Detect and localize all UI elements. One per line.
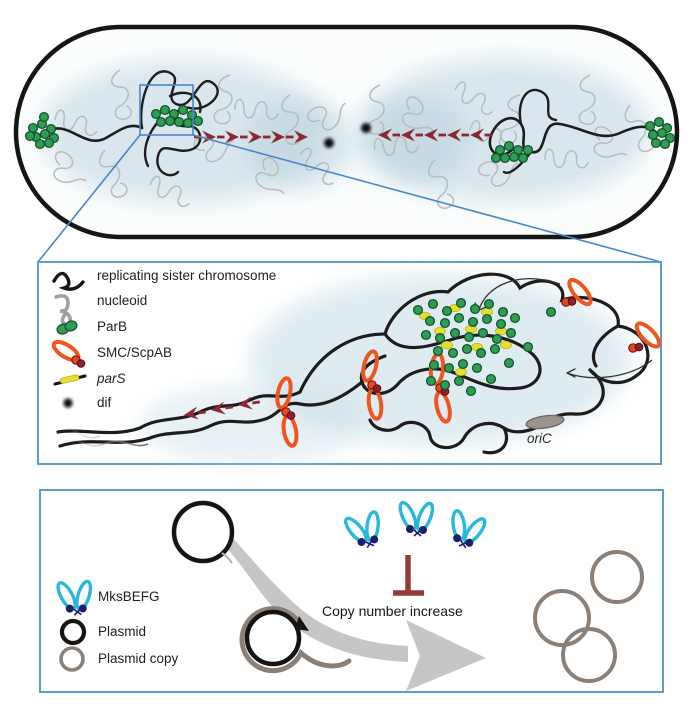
legend-label-nucleoid: nucleoid <box>97 293 148 308</box>
pars-icon <box>53 374 87 386</box>
chromosome-squiggle-icon <box>52 271 85 291</box>
nucleoid-cloud-mid-left <box>245 100 355 190</box>
copy-number-increase-label: Copy number increase <box>322 603 463 619</box>
dif-icon <box>63 398 73 408</box>
zoom-region-box <box>139 84 194 136</box>
plasmid-source-tail <box>221 552 233 564</box>
plasmid-replicating <box>239 606 352 674</box>
plasmid-panel <box>39 489 664 693</box>
zoom-detail-panel <box>37 261 665 465</box>
replication-direction-arrow <box>295 616 309 631</box>
smc-scpab-icon <box>51 340 86 368</box>
oric-site <box>525 414 565 430</box>
oric-label: oriC <box>527 431 552 446</box>
callout-line-left <box>37 134 141 263</box>
dif-focus-right <box>361 123 371 133</box>
legend-label-mksbefg: MksBEFG <box>98 589 160 604</box>
chromosome-fading-tail <box>57 427 149 447</box>
plasmid-icon <box>59 618 87 646</box>
plasmid-copy-icon <box>59 646 85 672</box>
legend-label-plasmid: Plasmid <box>98 624 147 639</box>
inhibition-symbol <box>393 555 424 596</box>
plasmid-copies <box>533 550 644 683</box>
nucleoid-cloud-detail-2 <box>140 385 360 465</box>
nucleoid-cloud-detail <box>250 275 630 445</box>
plasmid-source <box>171 500 235 564</box>
callout-line-right <box>192 134 662 263</box>
process-arrow <box>224 538 486 691</box>
legend-label-replicating-sister-chromosome: replicating sister chromosome <box>97 268 277 283</box>
pars-sites <box>419 303 512 376</box>
legend-label-dif: dif <box>97 395 112 410</box>
legend-label-plasmid-copy: Plasmid copy <box>98 651 179 666</box>
chromosome-tangle <box>56 272 650 455</box>
parb-icon <box>56 320 78 335</box>
legend-label-parb: ParB <box>97 319 128 334</box>
cell-panel <box>13 24 680 263</box>
dif-focus-left <box>324 138 334 148</box>
legend-label-smc-scpab: SMC/ScpAB <box>97 345 173 360</box>
legend-label-pars: parS <box>97 371 126 386</box>
nucleoid-cloud-mid-right <box>360 95 470 185</box>
